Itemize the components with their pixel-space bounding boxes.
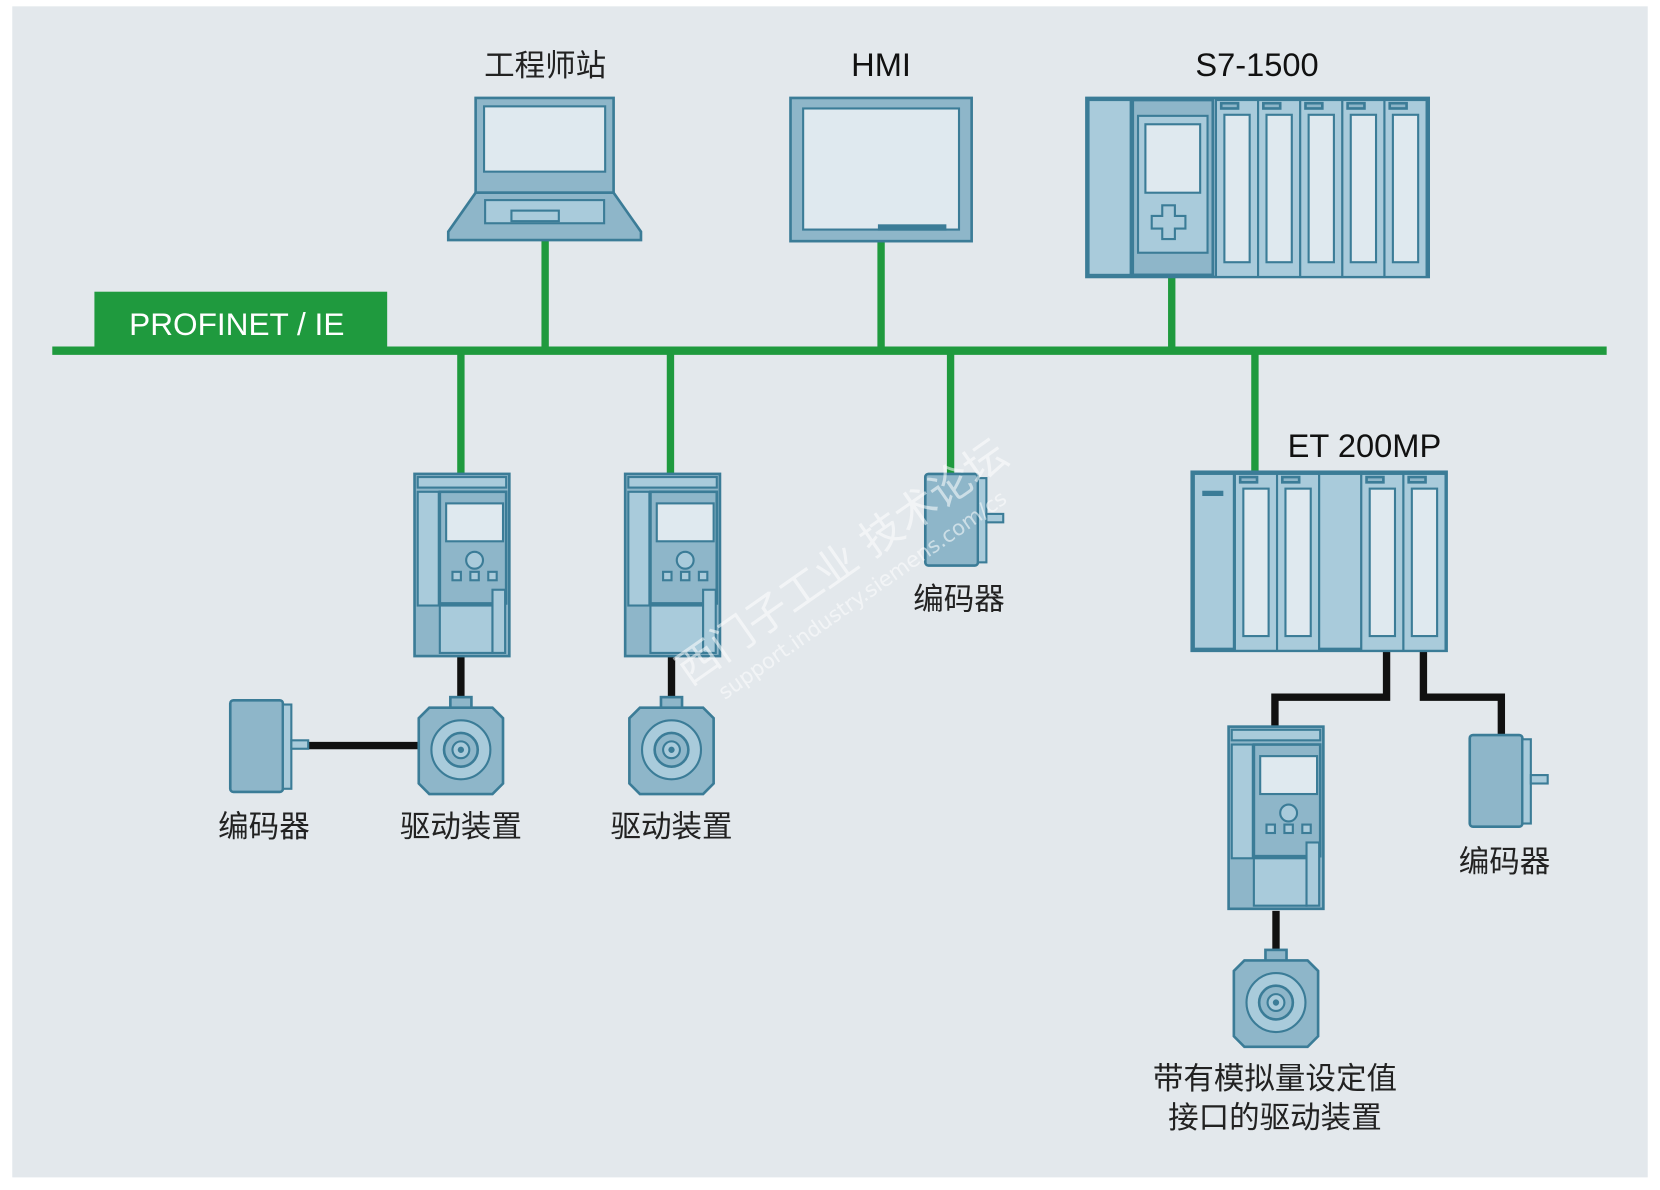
drive1-label: 驱动装置	[400, 810, 522, 845]
encoder-middle-label: 编码器	[913, 583, 1005, 618]
drive1-icon	[413, 472, 511, 658]
plc-s7-1500-icon	[1085, 96, 1431, 279]
motor2-icon	[628, 695, 715, 796]
drive2-label: 驱动装置	[610, 810, 732, 845]
cables	[300, 649, 1506, 954]
laptop-icon	[446, 96, 643, 242]
motor3-icon	[1232, 948, 1320, 1049]
hmi-panel-icon	[789, 96, 973, 243]
plc-label: S7-1500	[1195, 46, 1318, 83]
motor1-icon	[417, 695, 505, 796]
analog-drive-label-line1: 带有模拟量设定值	[1153, 1062, 1397, 1097]
analog-drive-icon	[1227, 725, 1325, 911]
et200-label: ET 200MP	[1288, 427, 1442, 464]
profinet-label: PROFINET / IE	[129, 306, 344, 342]
profinet-tab	[94, 291, 388, 351]
profinet-links	[457, 240, 1259, 474]
engineering-station-label: 工程师站	[484, 49, 606, 84]
encoder-left-label: 编码器	[218, 810, 310, 845]
et200mp-icon	[1190, 470, 1448, 653]
analog-drive-label-line2: 接口的驱动装置	[1168, 1101, 1382, 1136]
encoder-right-label: 编码器	[1459, 845, 1551, 880]
hmi-label: HMI	[851, 46, 911, 83]
